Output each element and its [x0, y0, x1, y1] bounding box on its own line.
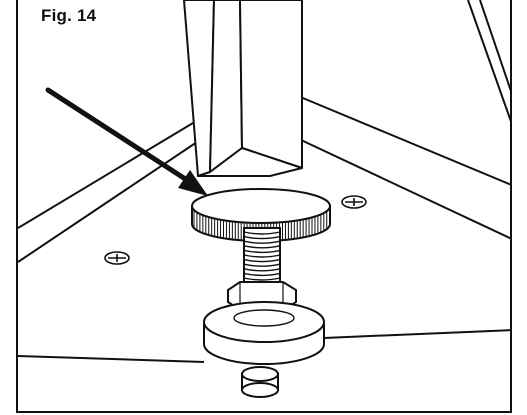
thread-line [243, 268, 281, 272]
floor-line-right [323, 329, 510, 339]
leveling-foot-illustration [18, 0, 510, 398]
thread-line [243, 245, 281, 249]
thread-line [243, 263, 281, 267]
thread-line [243, 235, 281, 240]
leg-post [183, 0, 303, 177]
thread-line [243, 231, 281, 235]
floor-line [18, 355, 205, 363]
threaded-stem [243, 227, 281, 289]
thread-line [243, 254, 281, 258]
thread-line [243, 277, 281, 281]
bottom-knob [241, 366, 279, 398]
thread-line [243, 249, 281, 254]
thread-line [243, 240, 281, 244]
door-edge-1 [467, 0, 510, 122]
knurled-nut [191, 188, 331, 242]
screw-head-right [341, 195, 367, 209]
door-edge-2 [479, 0, 510, 92]
screw-head-left [104, 251, 130, 265]
thread-line [243, 272, 281, 277]
figure-label: Fig. 14 [41, 6, 97, 25]
panel-edge-right-lower [283, 131, 510, 240]
panel-edge-left [18, 119, 199, 229]
thread-line [243, 258, 281, 263]
arrow-pointer-icon [45, 87, 208, 196]
figure-frame: Fig. 14 [16, 0, 512, 413]
panel-edge-right [297, 95, 510, 186]
foot-pad [203, 301, 325, 365]
